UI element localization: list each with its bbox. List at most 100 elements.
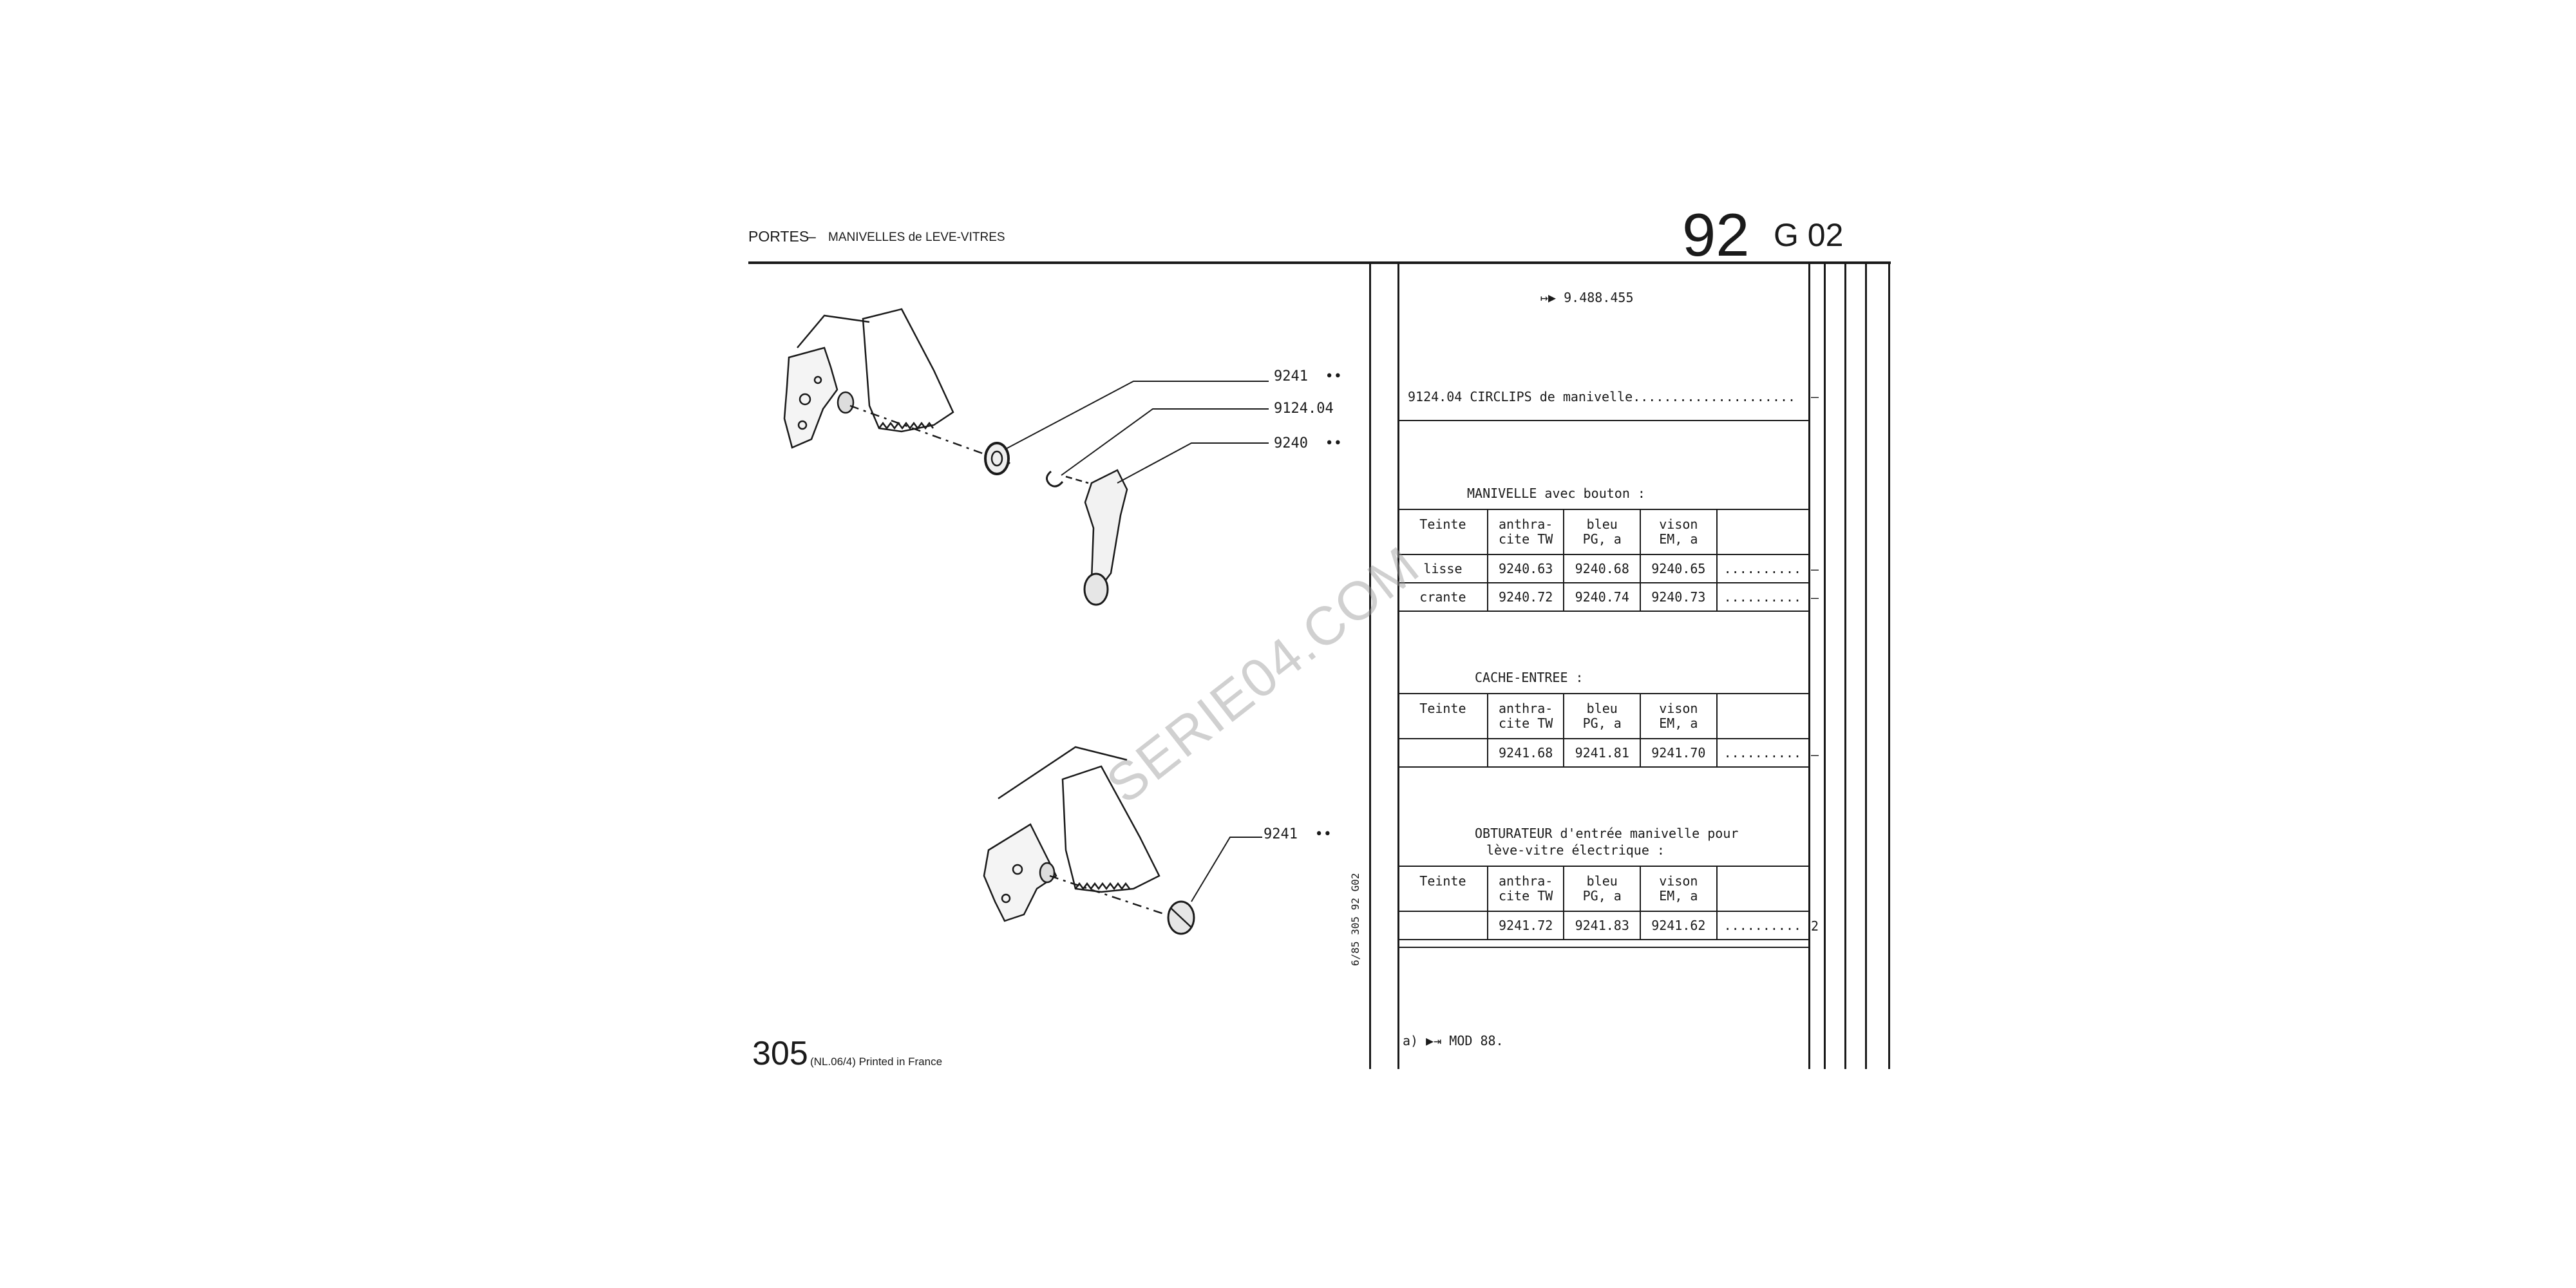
serial-note: ↦▶ 9.488.455: [1540, 290, 1634, 305]
table-row: lisse 9240.63 9240.68 9240.65 ..........: [1397, 554, 1809, 583]
row-label: crante: [1397, 582, 1488, 612]
door-panel-edge-upper: [797, 314, 870, 348]
header-rule: [748, 261, 1891, 264]
part-number: 9241.70: [1640, 738, 1718, 768]
plate-hole: [813, 375, 822, 384]
footnote: a) ▶⇥ MOD 88.: [1403, 1033, 1504, 1048]
row-rule: [1397, 947, 1810, 948]
part-number: 9240.73: [1640, 582, 1718, 612]
sector-gear-lower: [1061, 765, 1160, 893]
plate-hole: [799, 393, 811, 406]
divider-left: [1369, 264, 1371, 1069]
row-label: [1397, 911, 1488, 940]
sector-gear-upper: [862, 308, 954, 433]
leader-dots: ..........: [1716, 554, 1809, 583]
spindle: [837, 391, 855, 414]
cache-entree-part: [984, 442, 1010, 475]
leader-dots: ..........: [1716, 582, 1809, 612]
part-number: 9240.63: [1486, 554, 1565, 583]
divider-left-2: [1397, 264, 1399, 1069]
callout-9241-lower: 9241 ••: [1264, 826, 1332, 842]
leader-dots: ..........: [1716, 738, 1809, 768]
part-number: 9241.83: [1563, 911, 1642, 940]
col-empty: [1716, 866, 1810, 912]
page-number: 92: [1682, 201, 1750, 269]
spindle-lower: [1039, 862, 1056, 884]
extra-column-2: [1865, 264, 1867, 1069]
assembly-axis-lower: [1049, 875, 1166, 916]
table-row: 9241.68 9241.81 9241.70 ..........: [1397, 738, 1809, 768]
part-number: 9241.81: [1563, 738, 1642, 768]
leader-9241-lower: [1191, 837, 1262, 902]
regulator-plate-upper: [783, 346, 838, 449]
qty-manivelle-lisse: –: [1811, 562, 1819, 577]
section-obturateur-title-2: lève-vitre électrique :: [1486, 842, 1665, 858]
part-number: 9241.72: [1486, 911, 1565, 940]
printed-note: (NL.06/4) Printed in France: [810, 1056, 943, 1068]
row-label: lisse: [1397, 554, 1488, 583]
row-label: [1397, 738, 1488, 768]
col-anthracite: anthra-cite TW: [1486, 866, 1565, 912]
section-title: PORTES: [748, 228, 810, 245]
model-number: 305: [752, 1035, 808, 1072]
callout-9124-04: 9124.04: [1274, 401, 1334, 417]
table-row: crante 9240.72 9240.74 9240.73 .........…: [1397, 582, 1809, 612]
col-empty: [1716, 693, 1810, 739]
row-rule: [1397, 420, 1810, 421]
col-teinte: Teinte: [1397, 509, 1488, 555]
leader-dots: ..........: [1716, 911, 1809, 940]
leader-9124: [1061, 408, 1269, 476]
arrow-to-icon: ▶⇥: [1426, 1033, 1442, 1048]
table-row: 9241.72 9241.83 9241.62 ..........: [1397, 911, 1809, 940]
col-anthracite: anthra-cite TW: [1486, 693, 1565, 739]
section-obturateur-title-1: OBTURATEUR d'entrée manivelle pour: [1475, 826, 1739, 841]
circlips-line: 9124.04 CIRCLIPS de manivelle...........…: [1408, 389, 1796, 404]
title-dash: –: [808, 228, 816, 245]
leader-9240: [1117, 442, 1269, 484]
qty-column-right: [1824, 264, 1826, 1069]
extra-column-3: [1888, 264, 1890, 1069]
gear-teeth-upper: [878, 421, 934, 430]
qty-cache-entree: –: [1811, 747, 1819, 762]
part-number: 9240.72: [1486, 582, 1565, 612]
gear-teeth-lower: [1075, 882, 1130, 891]
exploded-diagram: [783, 308, 1269, 935]
part-number: 9240.74: [1563, 582, 1642, 612]
section-cache-title: CACHE-ENTREE :: [1475, 670, 1584, 685]
col-teinte: Teinte: [1397, 693, 1488, 739]
qty-column-left: [1808, 264, 1810, 1069]
circlip-part: [1046, 470, 1064, 488]
part-number: 9240.65: [1640, 554, 1718, 583]
crank-handle: [1084, 469, 1128, 587]
leader-9241-upper: [1004, 381, 1269, 450]
col-teinte: Teinte: [1397, 866, 1488, 912]
section-manivelle-title: MANIVELLE avec bouton :: [1467, 486, 1645, 501]
part-number: 9241.62: [1640, 911, 1718, 940]
qty-obturateur: 2: [1811, 918, 1819, 934]
vertical-code: 6/85 305 92 G02: [1349, 873, 1361, 967]
extra-column-1: [1844, 264, 1846, 1069]
crank-knob: [1083, 573, 1109, 606]
circlips-qty: –: [1811, 389, 1819, 404]
page-code: G 02: [1774, 217, 1844, 253]
callout-9241-upper: 9241 ••: [1274, 368, 1342, 384]
qty-manivelle-crante: –: [1811, 590, 1819, 605]
assembly-axis-upper: [849, 404, 1012, 465]
part-number: 9241.68: [1486, 738, 1565, 768]
callout-9240: 9240 ••: [1274, 435, 1342, 451]
plate-hole: [797, 420, 808, 430]
part-number: 9240.68: [1563, 554, 1642, 583]
col-empty: [1716, 509, 1810, 555]
section-subtitle: MANIVELLES de LEVE-VITRES: [828, 231, 1005, 244]
arrow-from-icon: ↦▶: [1540, 290, 1557, 305]
col-anthracite: anthra-cite TW: [1486, 509, 1565, 555]
